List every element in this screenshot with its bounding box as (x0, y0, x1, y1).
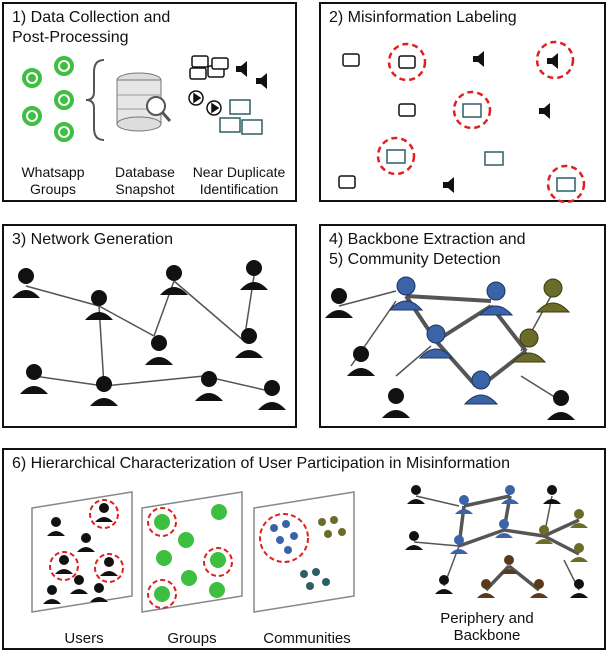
user-icon (511, 278, 571, 363)
characterization-graphic (31, 485, 588, 613)
user-icon (325, 288, 575, 420)
caption-near-duplicate: Near Duplicate Identification (192, 164, 286, 197)
caption-whatsapp-groups: Whatsapp Groups (21, 164, 85, 197)
panel-title: 3) Network Generation (12, 231, 173, 248)
user-icon (388, 276, 514, 405)
caption-periphery-backbone: Periphery and Backbone (440, 610, 534, 644)
backbone-graphic (325, 276, 575, 420)
chat-icon (338, 53, 416, 189)
panel-title: 4) Backbone Extraction and 5) Community … (329, 231, 526, 268)
panel-title: 1) Data Collection and Post-Processing (12, 9, 171, 46)
misinformation-marker (376, 40, 586, 204)
brace (85, 59, 105, 141)
speaker-icon-stack (236, 61, 267, 89)
user-icon (12, 260, 286, 410)
labeling-graphic (338, 40, 586, 204)
panel-network-generation: 3) Network Generation (2, 224, 297, 428)
panel-title: 2) Misinformation Labeling (329, 9, 517, 26)
caption-users: Users (64, 630, 104, 647)
panel-title: 6) Hierarchical Characterization of User… (12, 455, 510, 472)
database-icon (116, 72, 172, 132)
caption-communities: Communities (263, 630, 351, 647)
image-icon-stack (219, 99, 263, 135)
speaker-icon (443, 51, 558, 193)
whatsapp-icon-group (20, 54, 76, 144)
play-icon-stack (188, 90, 222, 116)
chat-icon-stack (189, 55, 229, 80)
panel-misinformation-labeling: 2) Misinformation Labeling (319, 2, 606, 204)
caption-groups: Groups (167, 630, 217, 647)
communities-sheet (253, 491, 355, 613)
panel-hierarchical-characterization: 6) Hierarchical Characterization of User… (2, 448, 606, 650)
periphery-backbone-network (405, 485, 588, 598)
data-collection-graphic (20, 54, 267, 144)
panel-data-collection: 1) Data Collection and Post-Processing (2, 2, 297, 202)
groups-sheet (141, 491, 243, 613)
caption-database-snapshot: Database Snapshot (115, 164, 175, 197)
image-icon (386, 103, 576, 192)
users-sheet (31, 491, 133, 613)
panel-backbone-community: 4) Backbone Extraction and 5) Community … (319, 224, 606, 428)
network-graphic (12, 260, 286, 410)
